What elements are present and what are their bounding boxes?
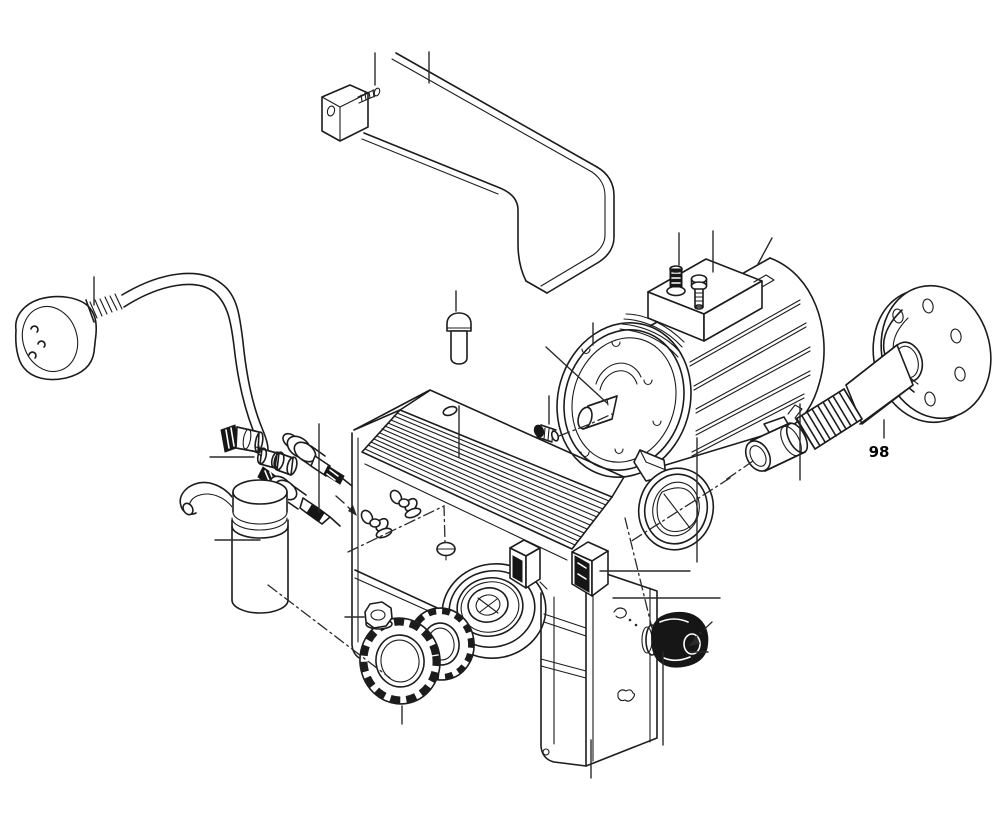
frame-strut [540,658,587,679]
power-plug [14,293,123,381]
inline-connector [220,424,269,459]
alignment-axis [347,504,446,553]
canister-spout [179,481,234,516]
part-number-98: 98 [869,443,890,461]
alignment-arrowhead [688,637,700,646]
alignment-axis [693,621,713,640]
wing-nuts [360,489,422,539]
housing-fin-panel [361,405,613,550]
hex-nut [364,601,393,630]
set-screw [533,424,560,443]
hose-coupling [744,344,914,472]
motor-shaft [577,395,618,430]
bracket-end-block [321,84,369,142]
bracket-screw [357,87,381,104]
hose-end-fitting [744,404,809,472]
toothed-lock-ring-front [359,617,441,705]
filler-port [436,541,456,561]
plug-cartridge-upper [282,432,353,487]
terminal-box [647,258,775,342]
rocker-switch [571,541,609,597]
pump-housing [351,389,625,705]
toggle-switch [509,539,548,590]
insertion-arrow [335,495,357,516]
flange-bolt-holes [892,298,966,407]
alignment-axis [624,517,653,629]
drain-fitting [613,607,709,668]
frame-left-leg [540,592,587,767]
alignment-axis [267,584,391,679]
mounting-bracket [321,52,615,294]
plug-strain-relief [85,293,123,323]
power-cord [14,272,269,453]
alignment-axis [723,460,754,482]
frame-stamp-mark [617,689,636,702]
alignment-axis [629,477,731,543]
cap-pin [446,312,472,365]
leader-line [545,346,608,404]
retaining-clip [613,607,638,627]
coupling-ring [637,467,715,551]
filter-canister [179,479,289,614]
motor-foot-front [633,449,667,482]
leader-line [757,237,773,265]
terminal-bolt-right [690,274,708,310]
motor-cooling-fins [689,299,811,457]
leader-lines [93,51,885,779]
hose-coil-spring [795,388,863,450]
support-frame [540,566,658,767]
terminal-screw-left [666,265,686,297]
alignment-axes [267,413,754,679]
alignment-axis [558,413,613,437]
spacer-sleeves [256,447,298,476]
